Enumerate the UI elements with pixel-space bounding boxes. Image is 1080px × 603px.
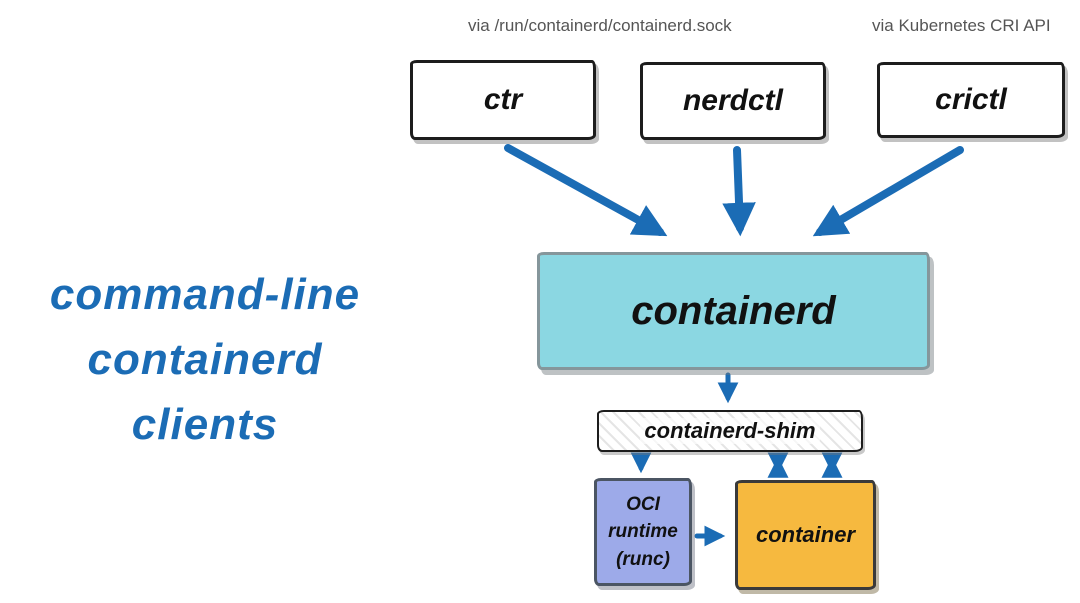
arrow-ctr-to-containerd bbox=[504, 144, 668, 237]
node-containerd-shim-label: containerd-shim bbox=[640, 418, 820, 444]
node-container: container bbox=[735, 480, 876, 590]
arrow-crictl-to-containerd bbox=[812, 146, 964, 237]
side-label-line-3: clients bbox=[131, 400, 279, 450]
side-label: command-line containerd clients bbox=[0, 262, 410, 457]
node-oci-runtime: OCI runtime (runc) bbox=[594, 478, 692, 586]
node-containerd: containerd bbox=[537, 252, 930, 370]
node-ctr-label: ctr bbox=[483, 83, 523, 116]
node-oci-runtime-line-1: OCI bbox=[626, 493, 660, 515]
node-crictl: crictl bbox=[877, 62, 1065, 138]
node-oci-runtime-line-3: (runc) bbox=[616, 548, 670, 570]
node-oci-runtime-line-2: runtime bbox=[608, 521, 678, 543]
node-crictl-label: crictl bbox=[935, 83, 1007, 116]
node-container-label: container bbox=[755, 522, 856, 547]
node-nerdctl: nerdctl bbox=[640, 62, 826, 140]
socket-note: via /run/containerd/containerd.sock bbox=[468, 16, 732, 35]
cri-note: via Kubernetes CRI API bbox=[872, 16, 1051, 35]
side-label-line-2: containerd bbox=[87, 335, 323, 385]
node-ctr: ctr bbox=[410, 60, 596, 140]
node-containerd-label: containerd bbox=[631, 288, 836, 333]
arrow-nerdctl-to-containerd bbox=[722, 146, 756, 237]
node-nerdctl-label: nerdctl bbox=[682, 84, 784, 117]
node-containerd-shim: containerd-shim bbox=[597, 410, 863, 452]
side-label-line-1: command-line bbox=[49, 270, 361, 319]
